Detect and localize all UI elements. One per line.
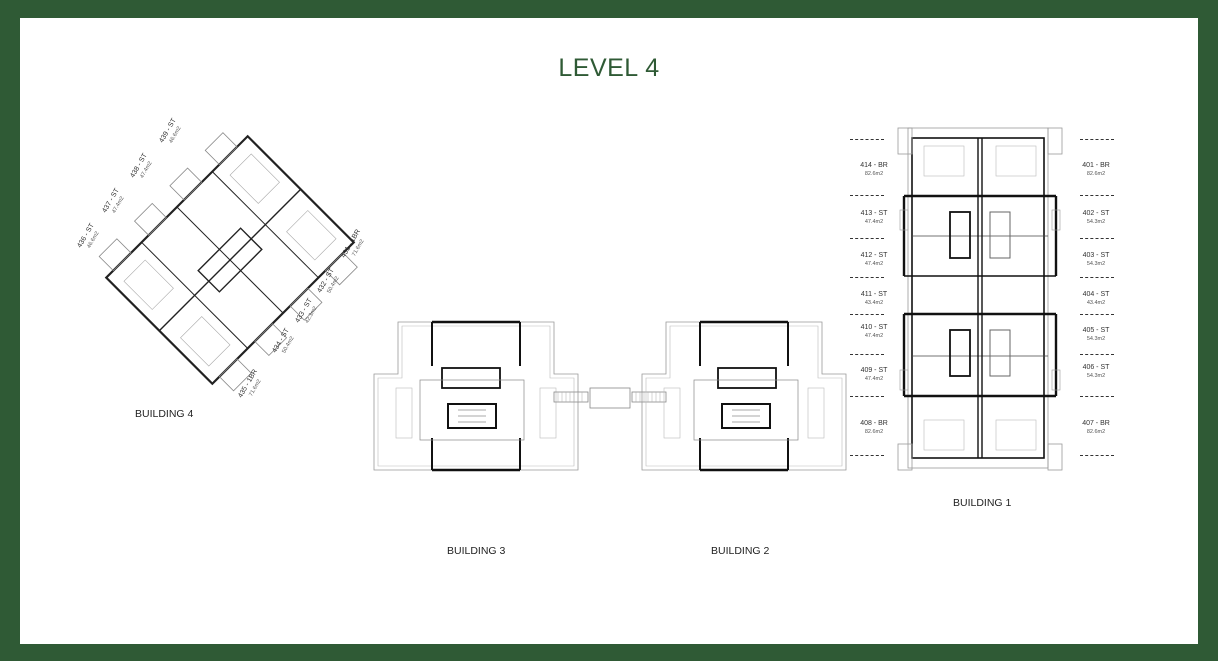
unit-divider (1080, 455, 1114, 456)
building-4-plan (98, 132, 358, 392)
unit-divider (1080, 396, 1114, 397)
building-1-label: BUILDING 1 (953, 497, 1012, 509)
unit-divider (1080, 238, 1114, 239)
unit-divider (850, 139, 884, 140)
building-2-plan (641, 320, 847, 472)
page-title: LEVEL 4 (558, 54, 660, 82)
building-1-plan (897, 127, 1063, 471)
link-bridge (553, 387, 667, 409)
unit-divider (850, 277, 884, 278)
unit-divider (850, 314, 884, 315)
unit-divider (850, 238, 884, 239)
unit-divider (1080, 277, 1114, 278)
unit-divider (1080, 195, 1114, 196)
unit-divider (1080, 354, 1114, 355)
unit-divider (850, 396, 884, 397)
building-3-plan (373, 320, 579, 472)
building-4-label: BUILDING 4 (135, 408, 194, 420)
building-2-label: BUILDING 2 (711, 545, 770, 557)
unit-divider (850, 195, 884, 196)
unit-divider (1080, 314, 1114, 315)
unit-divider (850, 455, 884, 456)
unit-divider (850, 354, 884, 355)
building-3-label: BUILDING 3 (447, 545, 506, 557)
unit-divider (1080, 139, 1114, 140)
